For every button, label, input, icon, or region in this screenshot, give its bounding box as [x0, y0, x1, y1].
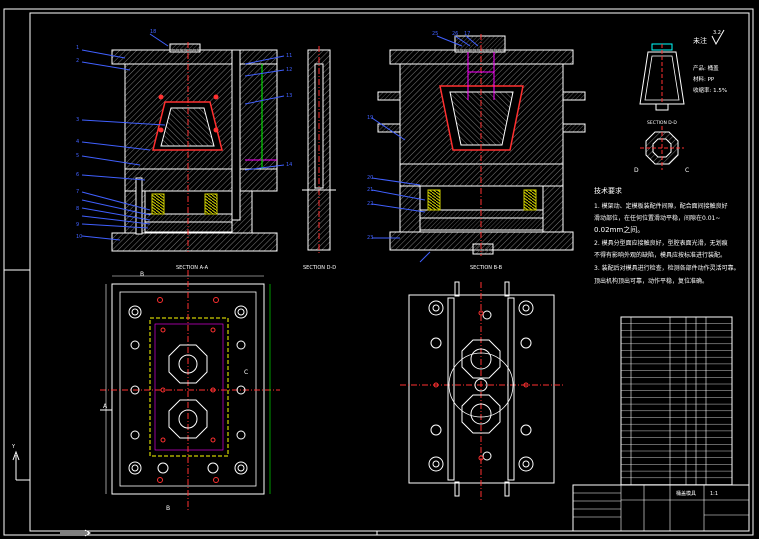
plan-letter-b-bottom: B — [166, 505, 170, 512]
section-b-b-view: 25 26 17 19 20 21 22 23 SECTION B-B — [367, 31, 586, 271]
part-detail: D C SECTION D-D 未注 3.2 产品: 桶盖 材料: PP 收缩率… — [634, 29, 727, 174]
section-a-a-view: 18 1 2 3 4 5 6 7 8 9 10 11 12 13 14 SECT… — [76, 29, 292, 271]
svg-text:20: 20 — [367, 175, 373, 181]
part-info-material: 材料: PP — [693, 75, 715, 83]
section-d-d-view: SECTION D-D — [302, 46, 336, 271]
plan-view-fixed-half — [400, 281, 565, 500]
tech-line-1: 1. 模架动、定模板装配件间隙，配合面间接触良好 — [594, 202, 728, 210]
tech-line-7: 顶出机构顶出可靠，动作平稳，复位准确。 — [594, 277, 708, 285]
tech-title: 技术要求 — [594, 186, 622, 195]
svg-text:1: 1 — [76, 45, 79, 51]
title-block-scale: 1:1 — [710, 491, 718, 497]
plan-letter-a: A — [103, 403, 108, 410]
section-a-a-label: SECTION A-A — [176, 265, 209, 271]
svg-text:21: 21 — [367, 187, 373, 193]
svg-text:22: 22 — [367, 201, 373, 207]
detail-letter-d: D — [634, 167, 639, 174]
ucs-axes-icon: Y — [11, 444, 91, 537]
title-block: 桶盖模具 1:1 — [572, 484, 750, 532]
title-block-name: 桶盖模具 — [676, 490, 696, 497]
tech-line-4: 2. 模具分型面应接触良好，型腔表面光滑，无划痕 — [594, 239, 728, 247]
svg-text:5: 5 — [76, 153, 79, 159]
svg-text:17: 17 — [464, 31, 470, 37]
detail-letter-c: C — [685, 167, 689, 174]
svg-text:3: 3 — [76, 117, 79, 123]
sheet-border — [3, 8, 754, 536]
svg-text:23: 23 — [367, 235, 373, 241]
tech-line-5: 不得有影响外观的缺陷，模具应按标准进行装配。 — [594, 251, 726, 259]
svg-text:2: 2 — [76, 58, 79, 64]
svg-text:11: 11 — [286, 53, 292, 59]
svg-text:12: 12 — [286, 67, 292, 73]
svg-text:18: 18 — [150, 29, 156, 35]
section-b-b-label: SECTION B-B — [470, 265, 503, 271]
tech-line-2: 滑动部位，在任何位置滑动平稳，间隙在0.01~ — [594, 214, 720, 222]
tech-line-3: 0.02mm之间。 — [594, 225, 644, 234]
svg-text:19: 19 — [367, 115, 373, 121]
tech-line-6: 3. 装配后对模具进行检查，检测各部件动作灵活可靠。 — [594, 264, 740, 272]
svg-text:10: 10 — [76, 234, 82, 240]
plan-view-moving-half: B B A C — [100, 270, 280, 512]
svg-text:9: 9 — [76, 222, 79, 228]
svg-text:6: 6 — [76, 172, 79, 178]
svg-text:25: 25 — [432, 31, 438, 37]
svg-text:14: 14 — [286, 162, 292, 168]
bom-table — [620, 316, 733, 486]
detail-section-label: SECTION D-D — [647, 120, 677, 126]
svg-text:4: 4 — [76, 139, 79, 145]
plan-letter-c: C — [244, 369, 248, 376]
svg-text:13: 13 — [286, 93, 292, 99]
roughness-value: 3.2 — [713, 30, 721, 36]
part-info-shrinkage: 收缩率: 1.5% — [693, 86, 727, 94]
svg-text:Y: Y — [11, 444, 16, 450]
svg-text:7: 7 — [76, 189, 79, 195]
roughness-note: 未注 — [693, 36, 707, 45]
plan-letter-b-top: B — [140, 271, 144, 278]
section-d-d-label: SECTION D-D — [303, 265, 336, 271]
svg-text:8: 8 — [76, 206, 79, 212]
part-info-product: 产品: 桶盖 — [693, 64, 719, 72]
svg-text:26: 26 — [452, 31, 458, 37]
tech-requirements: 技术要求 1. 模架动、定模板装配件间隙，配合面间接触良好 滑动部位，在任何位置… — [594, 186, 740, 285]
